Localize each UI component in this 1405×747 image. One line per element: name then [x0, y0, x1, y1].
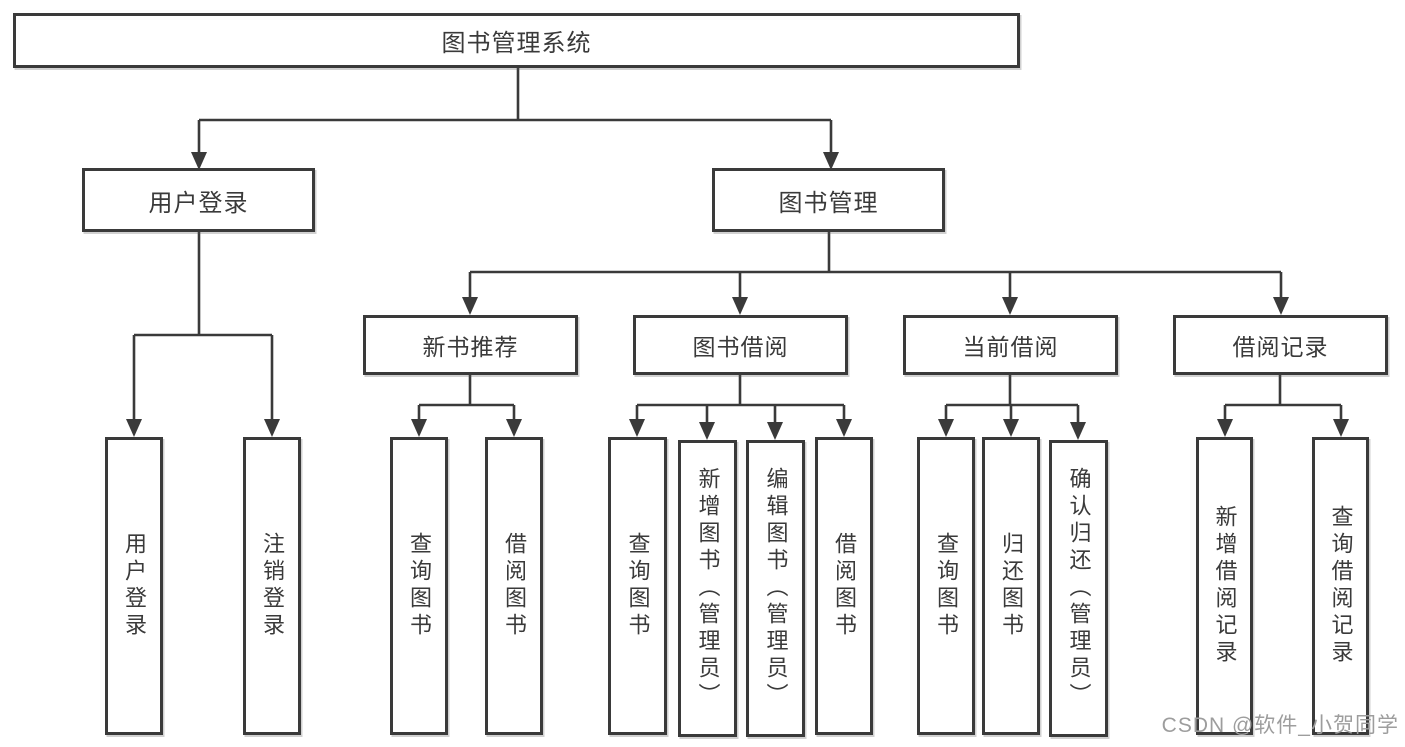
leaf-user-login: 用户登录 — [105, 437, 163, 735]
leaf-logout-label: 注销登录 — [260, 532, 285, 640]
node-book-management-system: 图书管理系统 — [13, 13, 1020, 68]
leaf-add-book-admin-label: 新增图书（管理员） — [695, 467, 721, 710]
leaf-return-books-label: 归还图书 — [999, 532, 1024, 640]
connector-paths — [132, 68, 1343, 422]
leaf-query-books-current: 查询图书 — [917, 437, 975, 735]
node-book-borrow: 图书借阅 — [633, 315, 848, 375]
node-book-management: 图书管理 — [712, 168, 945, 232]
leaf-borrow-books-recommend-label: 借阅图书 — [502, 532, 527, 640]
leaf-edit-book-admin-label: 编辑图书（管理员） — [763, 467, 789, 710]
leaf-return-books: 归还图书 — [982, 437, 1040, 735]
arrowheads — [126, 152, 1349, 440]
leaf-query-books-borrow: 查询图书 — [608, 437, 667, 735]
leaf-logout: 注销登录 — [243, 437, 301, 735]
leaf-user-login-label: 用户登录 — [122, 532, 147, 640]
leaf-edit-book-admin: 编辑图书（管理员） — [746, 440, 805, 737]
leaf-borrow-books: 借阅图书 — [815, 437, 873, 735]
leaf-query-borrow-record-label: 查询借阅记录 — [1328, 505, 1354, 667]
leaf-confirm-return-admin-label: 确认归还（管理员） — [1066, 467, 1092, 710]
leaf-add-book-admin: 新增图书（管理员） — [678, 440, 737, 737]
leaf-query-books-recommend-label: 查询图书 — [407, 532, 432, 640]
node-current-borrow: 当前借阅 — [903, 315, 1118, 375]
node-user-login: 用户登录 — [82, 168, 315, 232]
leaf-add-borrow-record: 新增借阅记录 — [1196, 437, 1253, 735]
node-borrow-records: 借阅记录 — [1173, 315, 1388, 375]
node-new-book-recommend: 新书推荐 — [363, 315, 578, 375]
leaf-query-books-recommend: 查询图书 — [390, 437, 448, 735]
csdn-watermark: CSDN @软件_小贺同学 — [1161, 714, 1399, 737]
leaf-confirm-return-admin: 确认归还（管理员） — [1049, 440, 1108, 737]
leaf-query-borrow-record: 查询借阅记录 — [1312, 437, 1369, 735]
leaf-borrow-books-recommend: 借阅图书 — [485, 437, 543, 735]
leaf-query-books-current-label: 查询图书 — [934, 532, 959, 640]
leaf-add-borrow-record-label: 新增借阅记录 — [1212, 505, 1238, 667]
leaf-query-books-borrow-label: 查询图书 — [625, 532, 651, 640]
leaf-borrow-books-label: 借阅图书 — [832, 532, 857, 640]
